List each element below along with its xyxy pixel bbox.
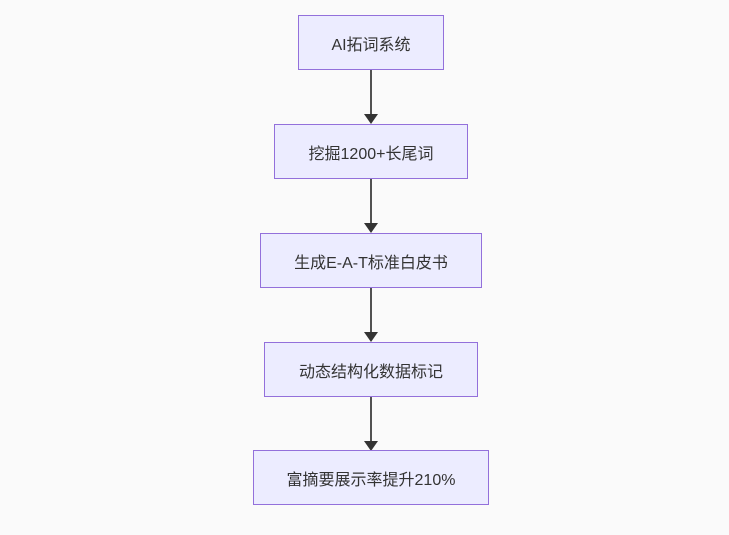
arrow-down-icon (364, 332, 378, 342)
arrow-down-icon (364, 114, 378, 124)
arrow-down-icon (364, 441, 378, 451)
arrow-line (370, 70, 372, 114)
node-label: 挖掘1200+长尾词 (308, 145, 434, 163)
node-label: AI拓词系统 (331, 36, 411, 54)
flowchart-node-mine-longtail-keywords: 挖掘1200+长尾词 (274, 124, 468, 179)
flowchart-edge-c-d (364, 288, 378, 342)
arrow-line (370, 179, 372, 223)
node-label: 富摘要展示率提升210% (286, 471, 456, 489)
flowchart-edge-a-b (364, 70, 378, 124)
flowchart-node-rich-snippet-rate-increase: 富摘要展示率提升210% (253, 450, 489, 505)
arrow-down-icon (364, 223, 378, 233)
flowchart-node-ai-word-expansion-system: AI拓词系统 (298, 15, 444, 70)
flowchart-edge-b-c (364, 179, 378, 233)
node-label: 动态结构化数据标记 (298, 363, 443, 381)
flowchart-node-generate-eat-whitepaper: 生成E-A-T标准白皮书 (260, 233, 482, 288)
flowchart-node-dynamic-structured-data-markup: 动态结构化数据标记 (264, 342, 478, 397)
arrow-line (370, 288, 372, 332)
node-label: 生成E-A-T标准白皮书 (294, 254, 448, 272)
flowchart-edge-d-e (364, 397, 378, 451)
arrow-line (370, 397, 372, 441)
